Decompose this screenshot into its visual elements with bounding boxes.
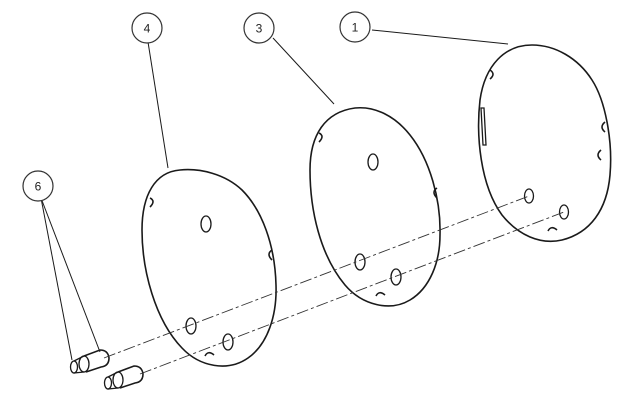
alignment-centerlines bbox=[103, 195, 565, 375]
plate-1-hole-upper bbox=[523, 188, 535, 204]
pin-upper bbox=[69, 349, 110, 374]
plate-item-4 bbox=[141, 168, 277, 367]
plate-item-1 bbox=[477, 44, 612, 242]
plate-3-hole-upper bbox=[354, 253, 366, 271]
plate-3-hole-lower bbox=[390, 268, 402, 286]
callout-label-1: 1 bbox=[352, 21, 359, 35]
callout-item-6: 6 bbox=[22, 170, 54, 202]
plate-4-hole-upper bbox=[185, 317, 197, 335]
callout-item-4: 4 bbox=[131, 12, 163, 44]
leader-lines bbox=[40, 29, 509, 361]
callout-item-1: 1 bbox=[339, 11, 371, 43]
callout-label-4: 4 bbox=[144, 22, 151, 36]
callout-label-3: 3 bbox=[256, 22, 263, 36]
plate-item-3 bbox=[309, 106, 441, 307]
pin-lower bbox=[103, 365, 144, 390]
plate-4-hole-top bbox=[200, 215, 212, 233]
plate-1-hole-lower bbox=[558, 204, 570, 220]
callout-label-6: 6 bbox=[35, 180, 42, 194]
plate-3-hole-top bbox=[367, 153, 379, 171]
callout-item-3: 3 bbox=[243, 12, 275, 44]
